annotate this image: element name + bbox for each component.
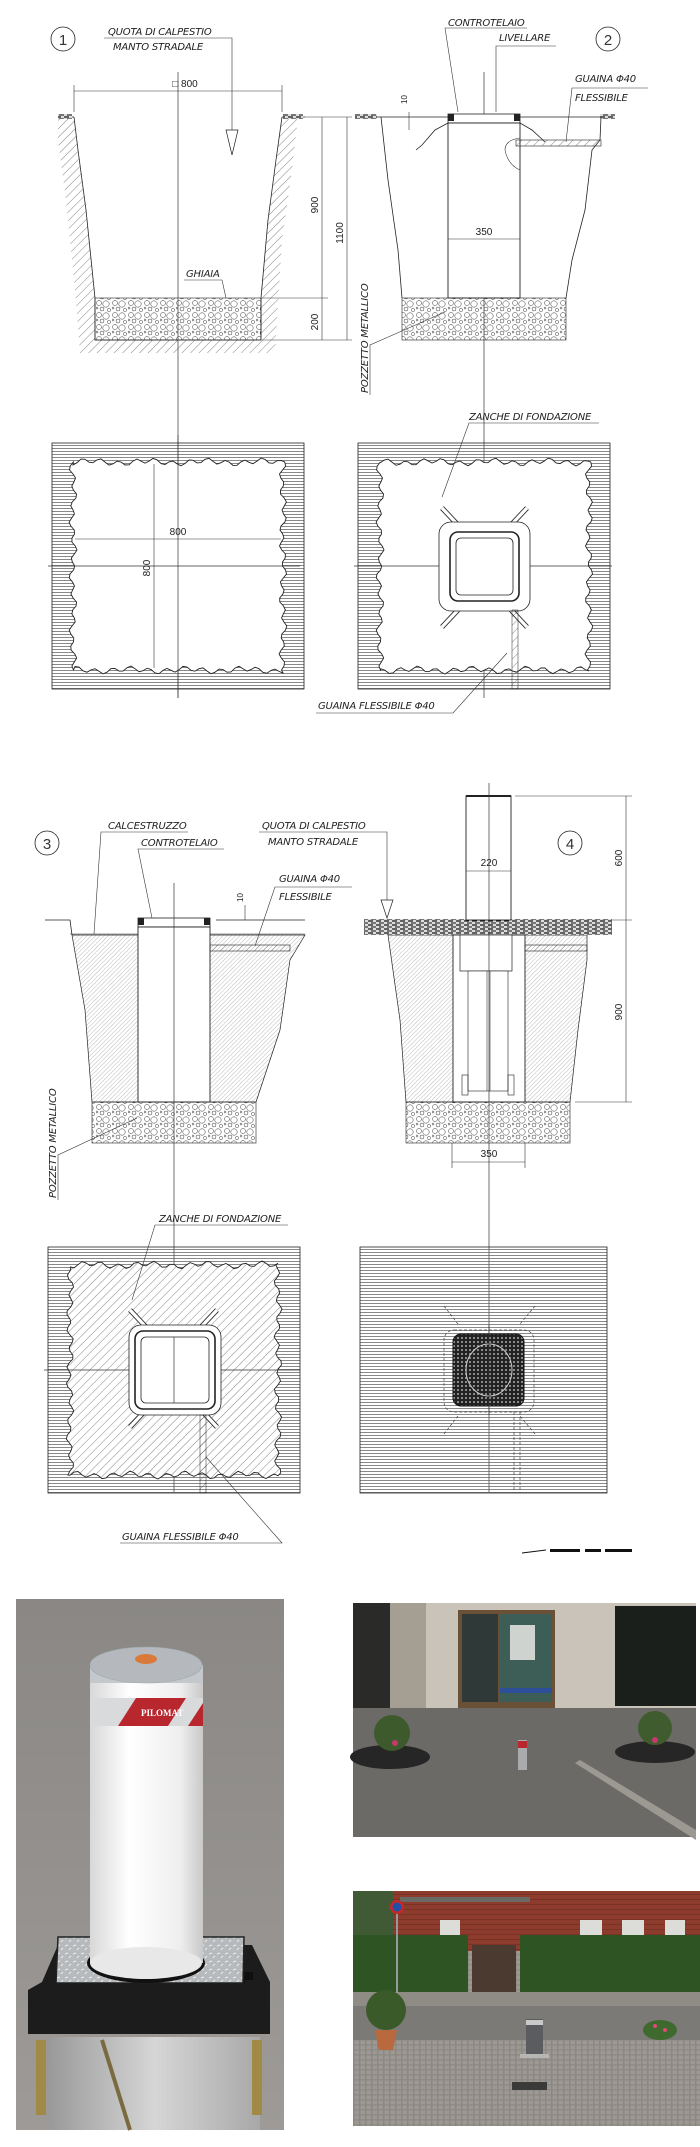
drawing-number: 2 [604, 32, 612, 49]
section-drawing-2: 2 CONTROTELAIO LIVELLARE GUAINA Φ40 FLES… [355, 18, 648, 395]
total-depth-dimension: 1100 [335, 222, 346, 244]
metal-box [447, 122, 521, 299]
frame-label: CONTROTELAIO [448, 18, 525, 29]
sheath-label: GUAINA FLESSIBILE Φ40 [122, 1532, 239, 1543]
installation-photo-residential [353, 1891, 700, 2126]
leveling-frame [447, 113, 521, 124]
soil-right [261, 117, 298, 353]
drawing-number: 4 [566, 836, 574, 853]
gravel-bed [401, 297, 567, 341]
frame-label: CONTROTELAIO [141, 838, 218, 849]
section-drawing-1: 1 QUOTA DI CALPESTIO MANTO STRADALE □ 80… [50, 26, 352, 353]
level-arrow-icon [225, 129, 239, 156]
gravel-bed [405, 1101, 571, 1144]
bollard-top-cover [452, 1333, 525, 1407]
gravel-label: GHIAIA [186, 269, 220, 280]
sheath-label-1: GUAINA Φ40 [575, 74, 636, 85]
planter [615, 1741, 695, 1763]
level-label-2: MANTO STRADALE [113, 42, 204, 53]
road-surface [364, 919, 612, 935]
level-label-2: MANTO STRADALE [268, 837, 359, 848]
flower-pot [375, 2030, 397, 2050]
offset-dimension: 10 [236, 893, 245, 902]
foundation-box [50, 2037, 260, 2130]
box-label: POZZETTO METALLICO [48, 1088, 59, 1198]
plan-view-4 [359, 1246, 608, 1494]
anchor-label: ZANCHE DI FONDAZIONE [468, 412, 592, 423]
plan-view-3: ZANCHE DI FONDAZIONE GUAINA FLESSIBILE Φ… [44, 1214, 301, 1544]
level-arrow-icon [380, 899, 394, 920]
box-label: POZZETTO METALLICO [360, 283, 371, 393]
excavation-outline [380, 116, 403, 299]
gravel-dimension: 200 [310, 313, 321, 330]
hedge [353, 1935, 468, 1992]
section-drawing-3: 3 CALCESTRUZZO CONTROTELAIO GUAINA Φ40 F… [34, 821, 352, 1492]
level-label-1: QUOTA DI CALPESTIO [108, 27, 212, 38]
product-photo: PILOMAT [16, 1599, 284, 2131]
brand-logo: PILOMAT [141, 1708, 183, 1718]
counterframe [438, 521, 531, 612]
depth-dimension: 900 [614, 1003, 625, 1020]
drawing-number: 1 [59, 32, 67, 49]
width-dimension: 800 [170, 527, 187, 538]
installation-photo-street [350, 1603, 696, 1840]
anchor-label: ZANCHE DI FONDAZIONE [158, 1214, 282, 1225]
depth-dimension: 900 [310, 196, 321, 213]
drawing-number-badge [50, 26, 76, 52]
sheath-label-1: GUAINA Φ40 [279, 874, 340, 885]
box-dimension: 350 [476, 227, 493, 238]
plan-view-2: ZANCHE DI FONDAZIONE GUAINA FLESSIBILE Φ… [316, 412, 612, 714]
warning-light [135, 1654, 157, 1664]
bollard [526, 2019, 543, 2055]
sheath-label-2: FLESSIBILE [279, 892, 333, 903]
section-drawing-4: 4 QUOTA DI CALPESTIO MANTO STRADALE 220 … [259, 783, 632, 1492]
flexible-sheath [209, 944, 291, 952]
sheath-label-2: FLESSIBILE [575, 93, 629, 104]
flexible-sheath [199, 1414, 207, 1494]
soil-left [58, 117, 95, 353]
bollard [465, 795, 512, 921]
concrete-label: CALCESTRUZZO [108, 821, 187, 832]
flexible-sheath [515, 139, 602, 147]
level-leader [104, 37, 233, 140]
drain-grate [512, 2082, 547, 2090]
level-label: LIVELLARE [499, 33, 551, 44]
height-dimension: 800 [142, 559, 153, 576]
bollard [518, 1740, 527, 1770]
drawing-number: 3 [43, 836, 51, 853]
brand-band [118, 1698, 186, 1726]
planter [350, 1745, 430, 1769]
scale-bar [521, 1549, 632, 1554]
offset-dimension: 10 [400, 95, 409, 104]
bollard-top [89, 1646, 203, 1684]
sheath-label: GUAINA FLESSIBILE Φ40 [318, 701, 435, 712]
width-dimension: □ 800 [172, 79, 198, 90]
height-above-dimension: 600 [614, 849, 625, 866]
plan-view-1: 800 800 [48, 435, 305, 698]
flexible-sheath [511, 609, 519, 690]
level-label-1: QUOTA DI CALPESTIO [262, 821, 366, 832]
